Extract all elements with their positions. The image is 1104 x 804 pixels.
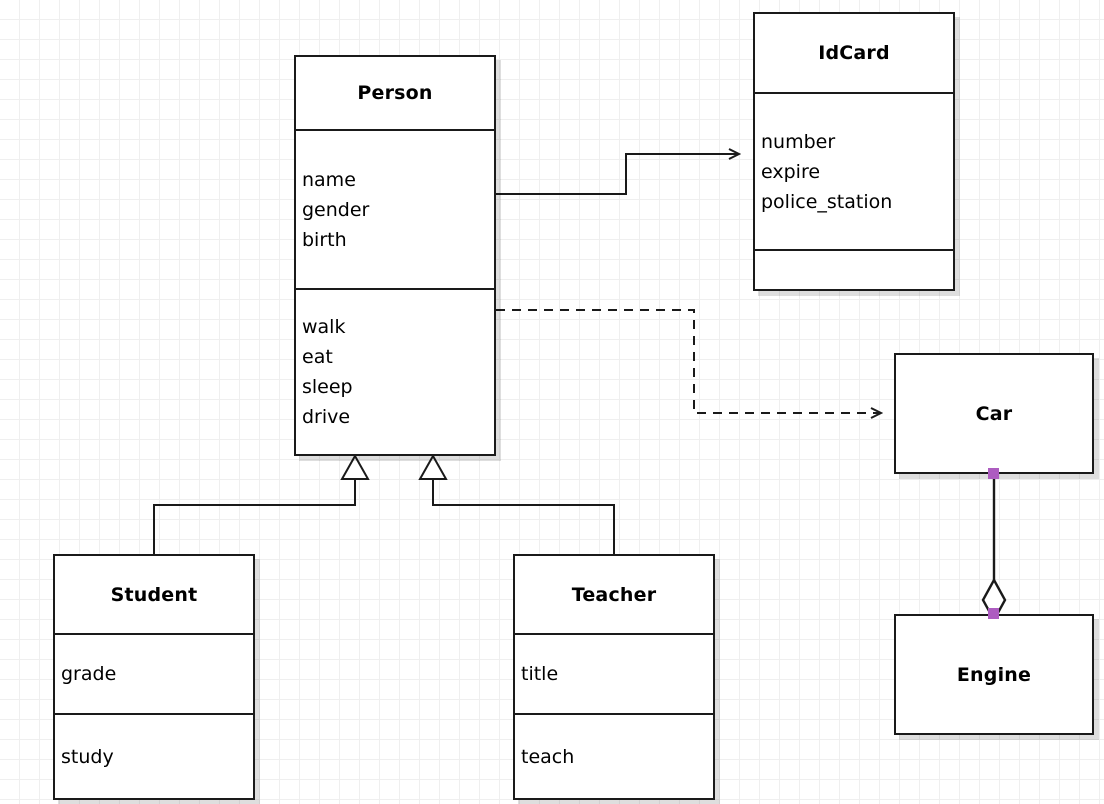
- edge-person-car[interactable]: [496, 309, 881, 413]
- class-box-idcard[interactable]: IdCard number expire police_station: [753, 12, 955, 291]
- operation-row: sleep: [302, 376, 353, 398]
- operation-row: teach: [521, 745, 575, 768]
- operations-person: walk eat sleep drive: [296, 288, 494, 454]
- generalization-triangle-teacher: [418, 453, 448, 480]
- class-box-engine[interactable]: Engine: [894, 614, 1094, 735]
- connector-handle-source[interactable]: [988, 468, 999, 479]
- operation-row: eat: [302, 346, 333, 368]
- class-box-person[interactable]: Person name gender birth walk eat sleep …: [294, 55, 496, 456]
- attribute-row: name: [302, 168, 356, 191]
- class-name-person: Person: [357, 82, 433, 104]
- operations-idcard: [755, 249, 953, 289]
- class-box-student[interactable]: Student grade study: [53, 554, 255, 800]
- attributes-student: grade: [55, 633, 253, 713]
- class-box-car[interactable]: Car: [894, 353, 1094, 474]
- class-name-teacher: Teacher: [571, 583, 657, 606]
- attribute-row: gender: [302, 198, 370, 221]
- edge-car-engine[interactable]: [981, 474, 1007, 623]
- edge-teacher-person[interactable]: [418, 453, 615, 554]
- class-box-teacher[interactable]: Teacher title teach: [513, 554, 715, 800]
- attributes-teacher: title: [515, 633, 713, 713]
- attributes-idcard: number expire police_station: [755, 92, 953, 249]
- operation-row: walk: [302, 316, 346, 338]
- class-name-engine: Engine: [956, 663, 1032, 686]
- edge-student-person[interactable]: [153, 453, 370, 554]
- attribute-row: title: [521, 663, 559, 685]
- attribute-row: grade: [61, 663, 117, 685]
- attribute-row: police_station: [761, 190, 893, 213]
- operation-row: drive: [302, 406, 351, 428]
- generalization-triangle-student: [340, 453, 370, 480]
- class-name-car: Car: [975, 402, 1013, 425]
- connector-handle-target[interactable]: [988, 608, 999, 619]
- attribute-row: expire: [761, 160, 821, 183]
- class-name-student: Student: [110, 583, 198, 606]
- class-name-idcard: IdCard: [818, 42, 890, 64]
- operations-teacher: teach: [515, 713, 713, 798]
- attribute-row: birth: [302, 228, 347, 251]
- attribute-row: number: [761, 130, 836, 153]
- operation-row: study: [61, 745, 114, 768]
- attributes-person: name gender birth: [296, 129, 494, 288]
- edge-person-idcard[interactable]: [496, 154, 739, 195]
- operations-student: study: [55, 713, 253, 798]
